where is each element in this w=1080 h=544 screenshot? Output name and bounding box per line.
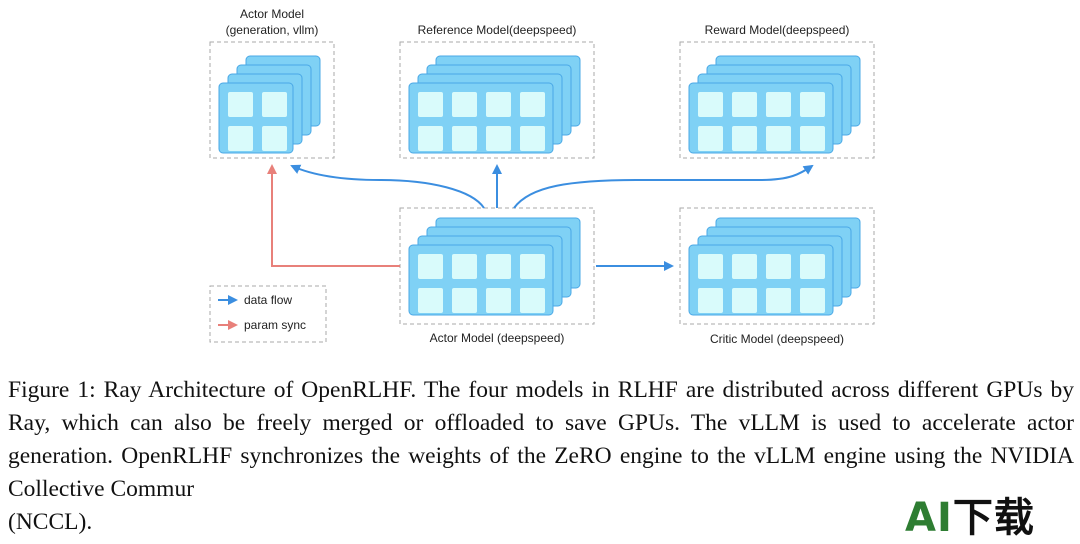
gpu-cell: [732, 126, 757, 151]
actor-gen-box: [209, 41, 335, 159]
gpu-cell: [486, 254, 511, 279]
gpu-cell: [766, 92, 791, 117]
gpu-cell: [732, 92, 757, 117]
reference-title: Reference Model(deepspeed): [418, 23, 577, 37]
gpu-cell: [418, 92, 443, 117]
data-flow-arrow-to-reward: [513, 164, 814, 209]
gpu-cell: [800, 288, 825, 313]
gpu-cell: [520, 92, 545, 117]
gpu-cell: [418, 254, 443, 279]
param-sync-arrow: [267, 164, 400, 267]
critic-title: Critic Model (deepspeed): [710, 332, 844, 346]
gpu-cell: [486, 92, 511, 117]
reward-box: [679, 41, 875, 159]
gpu-cell: [698, 126, 723, 151]
watermark-i: I: [936, 495, 953, 541]
gpu-cell: [486, 288, 511, 313]
gpu-stack-actor-gen: [218, 55, 321, 154]
figure-caption: Figure 1: Ray Architecture of OpenRLHF. …: [8, 374, 1074, 539]
figure-caption-text: Figure 1: Ray Architecture of OpenRLHF. …: [8, 377, 1074, 502]
legend-data-flow-label: data flow: [244, 293, 292, 307]
gpu-cell: [452, 254, 477, 279]
gpu-card-front: [408, 244, 554, 316]
ray-architecture-diagram: Actor Model (generation, vllm) Reference…: [209, 7, 875, 346]
actor-train-title: Actor Model (deepspeed): [430, 331, 565, 345]
gpu-card-front: [688, 244, 834, 316]
gpu-card-front: [688, 82, 834, 154]
gpu-cell: [732, 288, 757, 313]
data-flow-arrow-to-actor-gen: [290, 164, 485, 209]
gpu-cell: [698, 92, 723, 117]
legend-param-sync-label: param sync: [244, 318, 306, 332]
reference-box: [399, 41, 595, 159]
gpu-cell: [452, 126, 477, 151]
gpu-cell: [520, 126, 545, 151]
gpu-card-front: [408, 82, 554, 154]
gpu-cell: [418, 288, 443, 313]
gpu-stack-reward: [688, 55, 861, 154]
gpu-cell: [766, 288, 791, 313]
gpu-stack-actor-train: [408, 217, 581, 316]
gpu-cell: [766, 126, 791, 151]
actor-gen-title-line1: Actor Model: [240, 7, 304, 21]
gpu-cell: [228, 126, 253, 151]
reward-title: Reward Model(deepspeed): [705, 23, 850, 37]
figure-caption-end: (NCCL).: [8, 509, 93, 535]
gpu-cell: [800, 126, 825, 151]
gpu-cell: [732, 254, 757, 279]
critic-box: [679, 207, 875, 325]
gpu-cell: [228, 92, 253, 117]
watermark-rest: 下载: [952, 495, 1035, 541]
gpu-cell: [452, 92, 477, 117]
gpu-cell: [452, 288, 477, 313]
gpu-cell: [698, 288, 723, 313]
watermark-logo: AI下载: [905, 492, 1055, 544]
legend-box: [209, 285, 327, 343]
gpu-cell: [520, 254, 545, 279]
gpu-cell: [800, 254, 825, 279]
watermark-a: A: [905, 495, 937, 541]
gpu-cell: [262, 126, 287, 151]
gpu-cell: [262, 92, 287, 117]
gpu-cell: [486, 126, 511, 151]
gpu-cell: [698, 254, 723, 279]
gpu-cell: [766, 254, 791, 279]
gpu-cell: [418, 126, 443, 151]
actor-gen-title-line2: (generation, vllm): [226, 23, 319, 37]
gpu-cell: [520, 288, 545, 313]
gpu-stack-critic: [688, 217, 861, 316]
gpu-stack-reference: [408, 55, 581, 154]
gpu-cell: [800, 92, 825, 117]
